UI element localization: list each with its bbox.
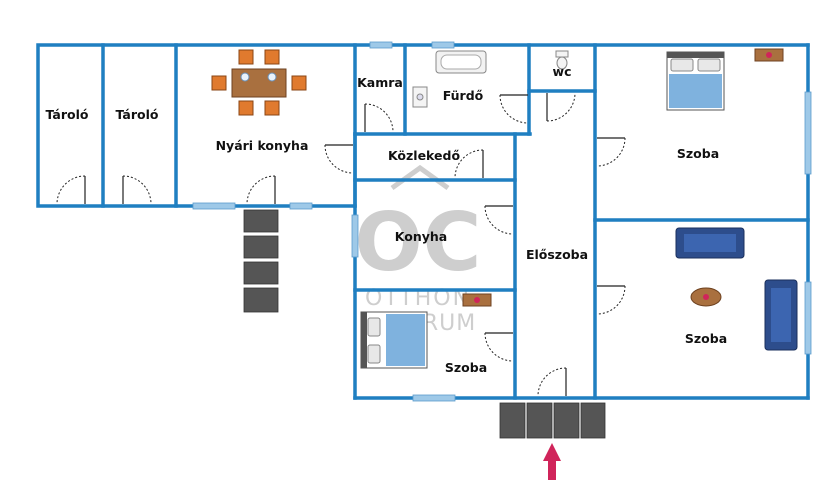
watermark: OC OTTHON CENTRUM (355, 164, 482, 336)
room-label-wc: wc (553, 64, 572, 79)
room-label-summer-kitchen: Nyári konyha (216, 138, 309, 153)
doors (56, 92, 626, 397)
double-bed-icon (666, 51, 725, 111)
window (412, 394, 456, 402)
bathtub-icon (435, 50, 487, 74)
window (192, 202, 236, 210)
toilet-icon (555, 50, 569, 70)
room-label-pantry: Kamra (357, 75, 403, 90)
windows (192, 41, 812, 402)
window (351, 214, 359, 258)
armchair-sofa-icon (764, 279, 798, 351)
entrance-arrow-icon (543, 443, 561, 480)
watermark-monogram: OC (355, 196, 482, 289)
dining-table-icon (211, 49, 307, 116)
room-label-corridor: Közlekedő (388, 148, 460, 163)
room-label-room-top-right: Szoba (677, 146, 719, 161)
window (804, 91, 812, 175)
watermark-roof-icon (390, 164, 450, 191)
room-label-bathroom: Fürdő (443, 88, 484, 103)
room-label-storage-2: Tároló (116, 107, 159, 122)
window (289, 202, 313, 210)
window (369, 41, 393, 49)
entrance-steps (499, 402, 606, 439)
room-label-storage-1: Tároló (46, 107, 89, 122)
coffee-table-icon (690, 287, 722, 307)
single-bed-icon (360, 311, 428, 369)
window (431, 41, 455, 49)
desk-icon (462, 293, 492, 307)
sink-icon (412, 86, 428, 108)
room-label-room-bottom-left: Szoba (445, 360, 487, 375)
room-label-hall: Előszoba (526, 247, 588, 262)
window (804, 281, 812, 355)
desk-icon (754, 48, 784, 62)
room-label-kitchen: Konyha (395, 229, 447, 244)
sofa-icon (675, 227, 745, 259)
garden-steps (243, 209, 279, 313)
room-label-room-mid-right: Szoba (685, 331, 727, 346)
